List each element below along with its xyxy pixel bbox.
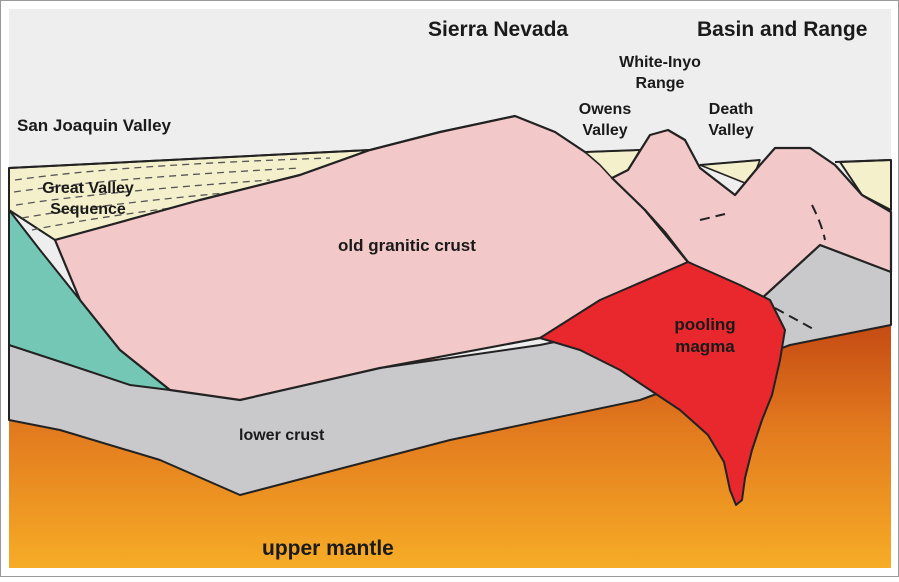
label-white-inyo-line1: White-Inyo: [619, 54, 701, 71]
label-old-granitic-crust: old granitic crust: [338, 236, 476, 255]
label-death-line2: Valley: [708, 122, 753, 139]
label-lower-crust: lower crust: [239, 427, 325, 444]
label-owens-line1: Owens: [579, 101, 632, 118]
label-sierra-nevada: Sierra Nevada: [428, 18, 568, 41]
label-death-line1: Death: [709, 101, 753, 118]
label-white-inyo-line2: Range: [636, 75, 685, 92]
label-upper-mantle: upper mantle: [262, 537, 394, 560]
label-great-valley-line2: Sequence: [50, 201, 126, 218]
label-great-valley-line1: Great Valley: [42, 180, 134, 197]
label-owens-line2: Valley: [582, 122, 627, 139]
label-pooling-line1: pooling: [674, 315, 735, 334]
label-pooling-line2: magma: [675, 337, 735, 356]
label-basin-and-range: Basin and Range: [697, 18, 867, 41]
label-san-joaquin-valley: San Joaquin Valley: [17, 116, 172, 135]
